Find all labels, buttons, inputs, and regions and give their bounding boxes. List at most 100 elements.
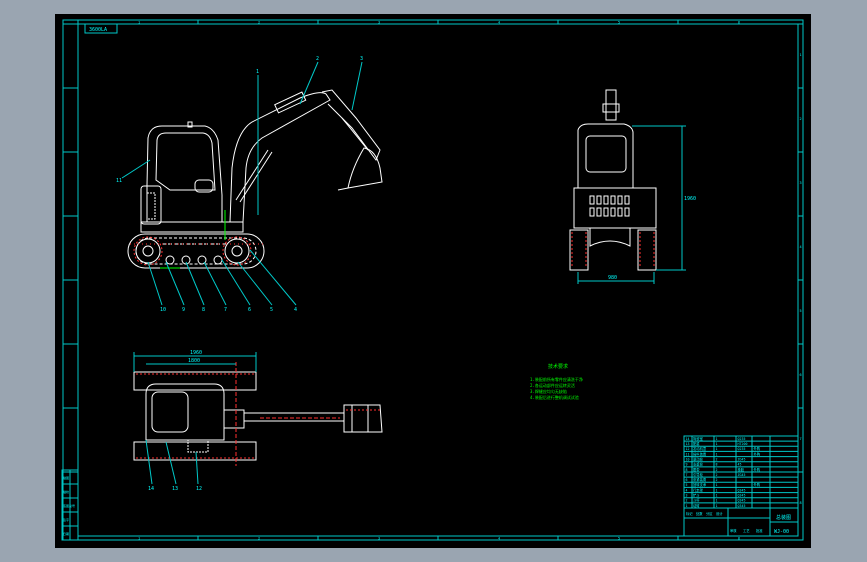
bom-cell-material: Q235: [738, 447, 746, 451]
boom: [229, 92, 331, 223]
bom-cell-name: 支重轮: [693, 462, 704, 467]
zone-label-top: 6: [738, 21, 740, 25]
bom-cell-no: 3: [686, 494, 688, 498]
top-track-upper: [133, 371, 257, 391]
zone-label-bottom: 2: [258, 537, 260, 541]
sprocket-wheel: [224, 238, 250, 264]
bom-cell-no: 8: [686, 468, 688, 472]
bom-cell-qty: 2: [716, 478, 718, 482]
bom-cell-name: 斗杆: [693, 498, 700, 503]
bom-cell-no: 13: [686, 442, 690, 446]
left-stamp-cell: 日期: [63, 531, 69, 536]
zone-label-right: 7: [800, 437, 802, 441]
bom-cell-material: 45: [738, 463, 742, 467]
bom-cell-no: 14: [686, 437, 690, 441]
bom-cell-name: 引导轮: [693, 472, 704, 477]
bom-cell-note: 外购: [754, 446, 761, 451]
bom-cell-name: 铲斗: [693, 493, 700, 498]
bom-cell-qty: 1: [716, 437, 718, 441]
bom-cell-qty: 1: [716, 488, 718, 492]
front-track-left: [569, 229, 589, 271]
zone-label-top: 1: [138, 21, 140, 25]
front-height-dim: 1960: [684, 196, 696, 202]
title-block-cell: 处数: [696, 511, 703, 516]
bom-cell-material: 橡胶: [738, 467, 745, 472]
callout-number: 8: [202, 307, 205, 313]
bom-cell-material: HT200: [738, 442, 748, 446]
bom-cell-name: 驱动轮: [693, 457, 704, 462]
excavator-top-view: [133, 371, 383, 461]
title-block-cell: 分区: [706, 511, 713, 516]
bom-cell-name: 行走架: [693, 487, 704, 492]
note-line: 1.装配前所有零件应清洗干净: [530, 376, 583, 382]
bom-cell-no: 1: [686, 504, 688, 508]
zone-label-bottom: 5: [618, 537, 620, 541]
cab-window: [155, 132, 216, 191]
bom-cell-qty: 8: [716, 463, 718, 467]
front-body: [573, 187, 657, 229]
zone-label-bottom: 3: [378, 537, 380, 541]
bom-cell-no: 4: [686, 488, 688, 492]
bom-cell-note: 外购: [754, 467, 761, 472]
bucket: [347, 147, 383, 189]
bom-cell-material: ZG45: [738, 458, 746, 462]
callout-number: 6: [248, 307, 251, 313]
cab-outline: [146, 125, 223, 223]
top-track-lower: [133, 441, 257, 461]
arm: [321, 89, 381, 162]
bom-cell-qty: 1: [716, 447, 718, 451]
top-view-red-marks: [136, 362, 380, 466]
technical-notes: 技术要求 1.装配前所有零件应清洗干净2.各运动部件应运转灵活3.焊缝应均匀无缺…: [530, 363, 583, 400]
excavator-front-view: [569, 89, 657, 271]
callout-number: 4: [294, 307, 297, 313]
note-line: 3.焊缝应均匀无缺陷: [530, 388, 567, 394]
zone-label-top: 5: [618, 21, 620, 25]
zone-label-right: 1: [800, 53, 802, 57]
top-view-dimensions: [133, 352, 257, 485]
zone-label-top: 2: [258, 21, 260, 25]
top-body: [145, 383, 225, 441]
zone-label-top: 4: [498, 21, 500, 25]
excavator-side-view: [127, 89, 383, 269]
front-track-right: [637, 229, 657, 271]
bom-cell-qty: 1: [716, 442, 718, 446]
bom-cell-qty: 2: [716, 458, 718, 462]
title-block-cell: 工艺: [743, 528, 750, 533]
bom-cell-material: Q345: [738, 494, 746, 498]
title-block: [683, 507, 799, 537]
bom-cell-no: 10: [686, 458, 690, 462]
title-block-drawing-no: WJ-00: [774, 529, 789, 535]
note-line: 2.各运动部件应运转灵活: [530, 382, 575, 388]
bom-cell-qty: 1: [716, 499, 718, 503]
bom-cell-qty: 1: [716, 504, 718, 508]
left-stamp-cell: 底图总号: [63, 503, 75, 508]
left-stamp-cell: 签字: [63, 517, 69, 522]
callout-number: 11: [116, 178, 122, 184]
bom-cell-qty: 1: [716, 452, 718, 456]
top-overall-dim: 1960: [190, 350, 202, 356]
side-view-leaders: [121, 61, 363, 306]
title-block-cell: 标记: [686, 511, 693, 516]
front-grille: [589, 195, 630, 217]
front-arm: [605, 89, 617, 121]
bom-cell-qty: 1: [716, 494, 718, 498]
bom-cell-name: 动臂: [693, 503, 700, 508]
zone-label-right: 6: [800, 373, 802, 377]
top-left-tag-text: 3600LA: [89, 27, 107, 33]
callout-number: 7: [224, 307, 227, 313]
bom-cell-no: 5: [686, 483, 688, 487]
bom-cell-name: 回转支承: [693, 482, 707, 487]
callout-number: 14: [148, 486, 154, 492]
title-block-cell: 审核: [730, 528, 737, 533]
front-width-dim: 980: [608, 275, 617, 281]
left-stamp-cell: 描图: [63, 475, 69, 480]
zone-label-right: 8: [800, 501, 802, 505]
zone-label-bottom: 6: [738, 537, 740, 541]
zone-label-right: 4: [800, 245, 802, 249]
bom-cell-no: 9: [686, 463, 688, 467]
zone-label-top: 3: [378, 21, 380, 25]
